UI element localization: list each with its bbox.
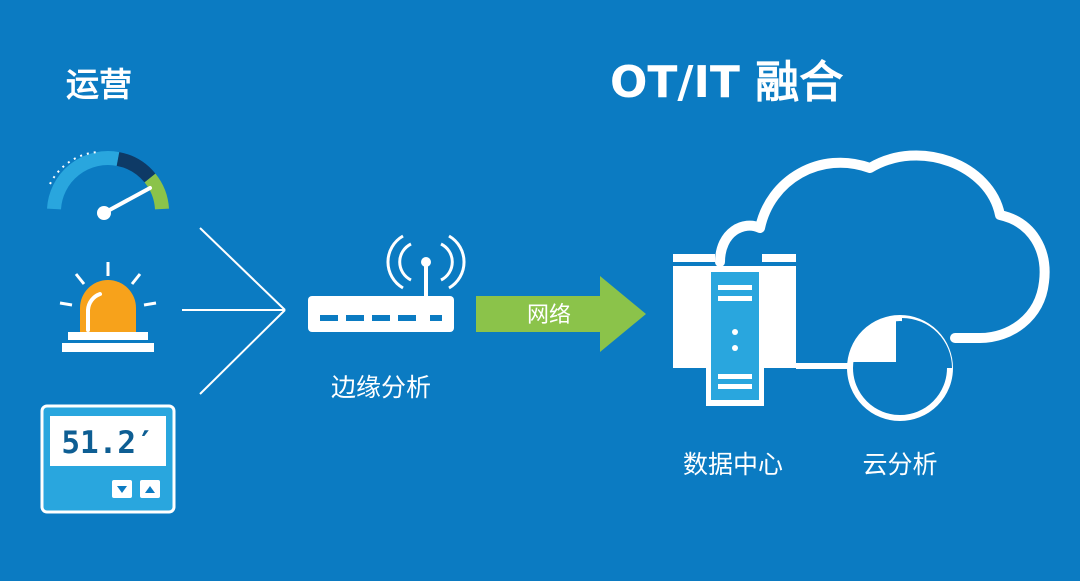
network-label: 网络 <box>527 303 571 328</box>
chevron-down-icon <box>117 486 127 493</box>
left-title: 运营 <box>66 65 132 104</box>
server-icon <box>673 254 796 406</box>
edge-label: 边缘分析 <box>331 373 431 402</box>
network-arrow <box>476 276 646 352</box>
alarm-icon <box>59 262 157 352</box>
up-button[interactable] <box>140 480 160 498</box>
router-icon <box>308 234 466 332</box>
gauge-icon <box>47 151 169 220</box>
chevron-up-icon <box>145 486 155 493</box>
datacenter-label: 数据中心 <box>683 450 783 479</box>
cloud-icon <box>715 150 1050 343</box>
display-reading: 51.2′ <box>61 425 154 461</box>
pie-chart-icon <box>847 315 953 421</box>
digital-display: 51.2′ <box>40 404 176 514</box>
right-title: OT/IT 融合 <box>610 57 843 108</box>
cloud-label: 云分析 <box>862 450 937 479</box>
converging-lines <box>182 227 286 395</box>
down-button[interactable] <box>112 480 132 498</box>
